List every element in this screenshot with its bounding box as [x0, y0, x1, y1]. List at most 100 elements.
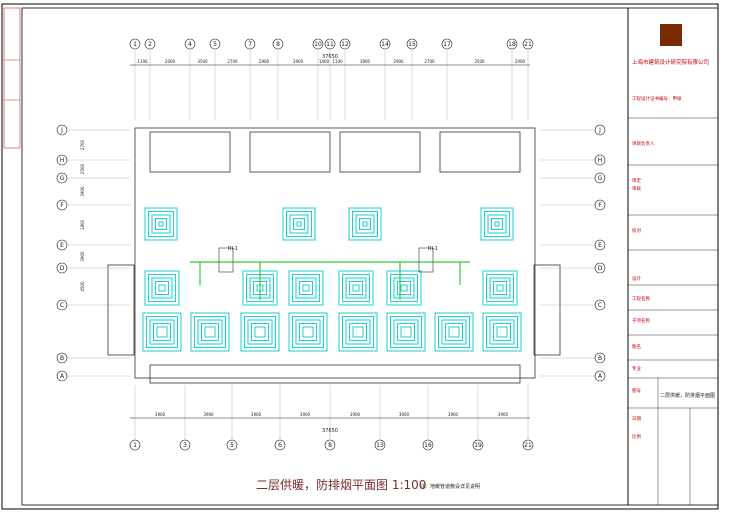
axis-label-top: 8	[276, 41, 280, 48]
axis-label-right: A	[598, 373, 603, 380]
top-dim: 2700	[424, 59, 435, 64]
top-dim: 2900	[393, 59, 404, 64]
coil-loop	[352, 284, 360, 292]
drawing-title: 二层供暖，防排烟平面图 1:100	[256, 478, 427, 492]
bottom-dim: 3900	[350, 412, 361, 417]
coil-loop	[295, 319, 321, 345]
axis-label-top: 15	[408, 41, 416, 48]
title-block-row: 设计	[632, 275, 641, 282]
coil-loop	[201, 323, 219, 341]
company-logo	[660, 24, 682, 46]
coil-loop	[345, 319, 371, 345]
company-name: 上海市建筑设计研究院有限公司	[632, 60, 710, 66]
bottom-total-dim: 37650	[322, 428, 338, 434]
bottom-dim: 3900	[300, 412, 311, 417]
title-block-row: 子项名称	[632, 317, 650, 324]
axis-label-left: J	[60, 127, 63, 134]
axis-label-right: F	[598, 202, 602, 209]
axis-label-top: 11	[326, 41, 334, 48]
coil-loop	[448, 326, 460, 338]
coil-loop	[355, 214, 375, 234]
axis-label-top: 21	[524, 41, 532, 48]
coil-loop	[151, 277, 173, 299]
axis-label-top: 7	[248, 41, 252, 48]
coil-loop	[146, 316, 178, 348]
coil-loop	[288, 312, 328, 352]
coil-loop	[438, 316, 470, 348]
axis-label-bottom: 1	[133, 442, 137, 449]
axis-label-left: F	[60, 202, 64, 209]
coil-loop	[144, 270, 180, 306]
axis-label-top: 1	[133, 41, 137, 48]
left-dim: 2700	[80, 139, 85, 150]
coil-loop	[493, 281, 507, 295]
drawing-name-cell: 二层供暖，防排烟平面图	[660, 393, 716, 399]
axis-label-left: E	[60, 242, 64, 249]
title-block-row: 图名	[632, 343, 641, 350]
coil-loop	[386, 312, 426, 352]
coil-loop	[144, 207, 178, 241]
axis-label-left: B	[60, 355, 64, 362]
coil-loop	[386, 270, 422, 306]
outer-frame	[1, 3, 719, 510]
title-block-row: 工程名称	[632, 295, 650, 302]
coil-loop	[190, 312, 230, 352]
coil-loop	[487, 214, 507, 234]
top-dim: 2900	[259, 59, 270, 64]
title-block-row: 专业	[632, 365, 641, 372]
coil-loop	[441, 319, 467, 345]
coil-loop	[489, 319, 515, 345]
axis-label-left: H	[60, 157, 65, 164]
coil-loop	[151, 214, 171, 234]
axis-label-right: E	[598, 242, 602, 249]
coil-loop	[486, 316, 518, 348]
coil-loop	[393, 319, 419, 345]
title-block-row: 审定	[632, 177, 641, 184]
axis-label-bottom: 13	[376, 442, 384, 449]
top-dim: 3900	[293, 59, 304, 64]
coil-loop	[204, 326, 216, 338]
coil-loop	[254, 326, 266, 338]
axis-label-right: J	[598, 127, 601, 134]
axis-label-right: D	[598, 265, 603, 272]
axis-label-bottom: 6	[278, 442, 282, 449]
coil-loop	[338, 270, 374, 306]
axis-label-top: 18	[508, 41, 516, 48]
top-dim: 2000	[515, 59, 526, 64]
left-dim: 3900	[80, 186, 85, 197]
axis-label-top: 2	[148, 41, 152, 48]
coil-loop	[349, 281, 363, 295]
axis-label-top: 4	[188, 41, 192, 48]
coil-loop	[158, 221, 164, 227]
building	[107, 127, 561, 384]
coil-loop	[194, 316, 226, 348]
riser-shaft	[418, 247, 434, 273]
axis-label-bottom: 21	[524, 442, 532, 449]
axis-label-right: C	[598, 302, 602, 309]
binding-strip	[3, 7, 21, 149]
coil-loop	[342, 274, 370, 302]
coil-loop	[390, 274, 418, 302]
bottom-dim: 3900	[399, 412, 410, 417]
axis-label-left: G	[60, 175, 65, 182]
coil-loop	[289, 214, 309, 234]
coil-loop	[345, 277, 367, 299]
axis-label-right: B	[598, 355, 602, 362]
bottom-dim: 3900	[251, 412, 262, 417]
coil-loop	[295, 277, 317, 299]
coil-loop	[397, 281, 411, 295]
coil-loop	[247, 319, 273, 345]
coil-loop	[296, 221, 302, 227]
title-block-row: 图号	[632, 388, 641, 394]
coil-loop	[434, 312, 474, 352]
coil-loop	[482, 312, 522, 352]
coil-loop	[153, 323, 171, 341]
axis-label-top: 14	[381, 41, 389, 48]
coil-loop	[491, 218, 503, 230]
coil-loop	[288, 270, 324, 306]
coil-loop	[149, 319, 175, 345]
coil-loop	[445, 323, 463, 341]
coil-loop	[338, 312, 378, 352]
